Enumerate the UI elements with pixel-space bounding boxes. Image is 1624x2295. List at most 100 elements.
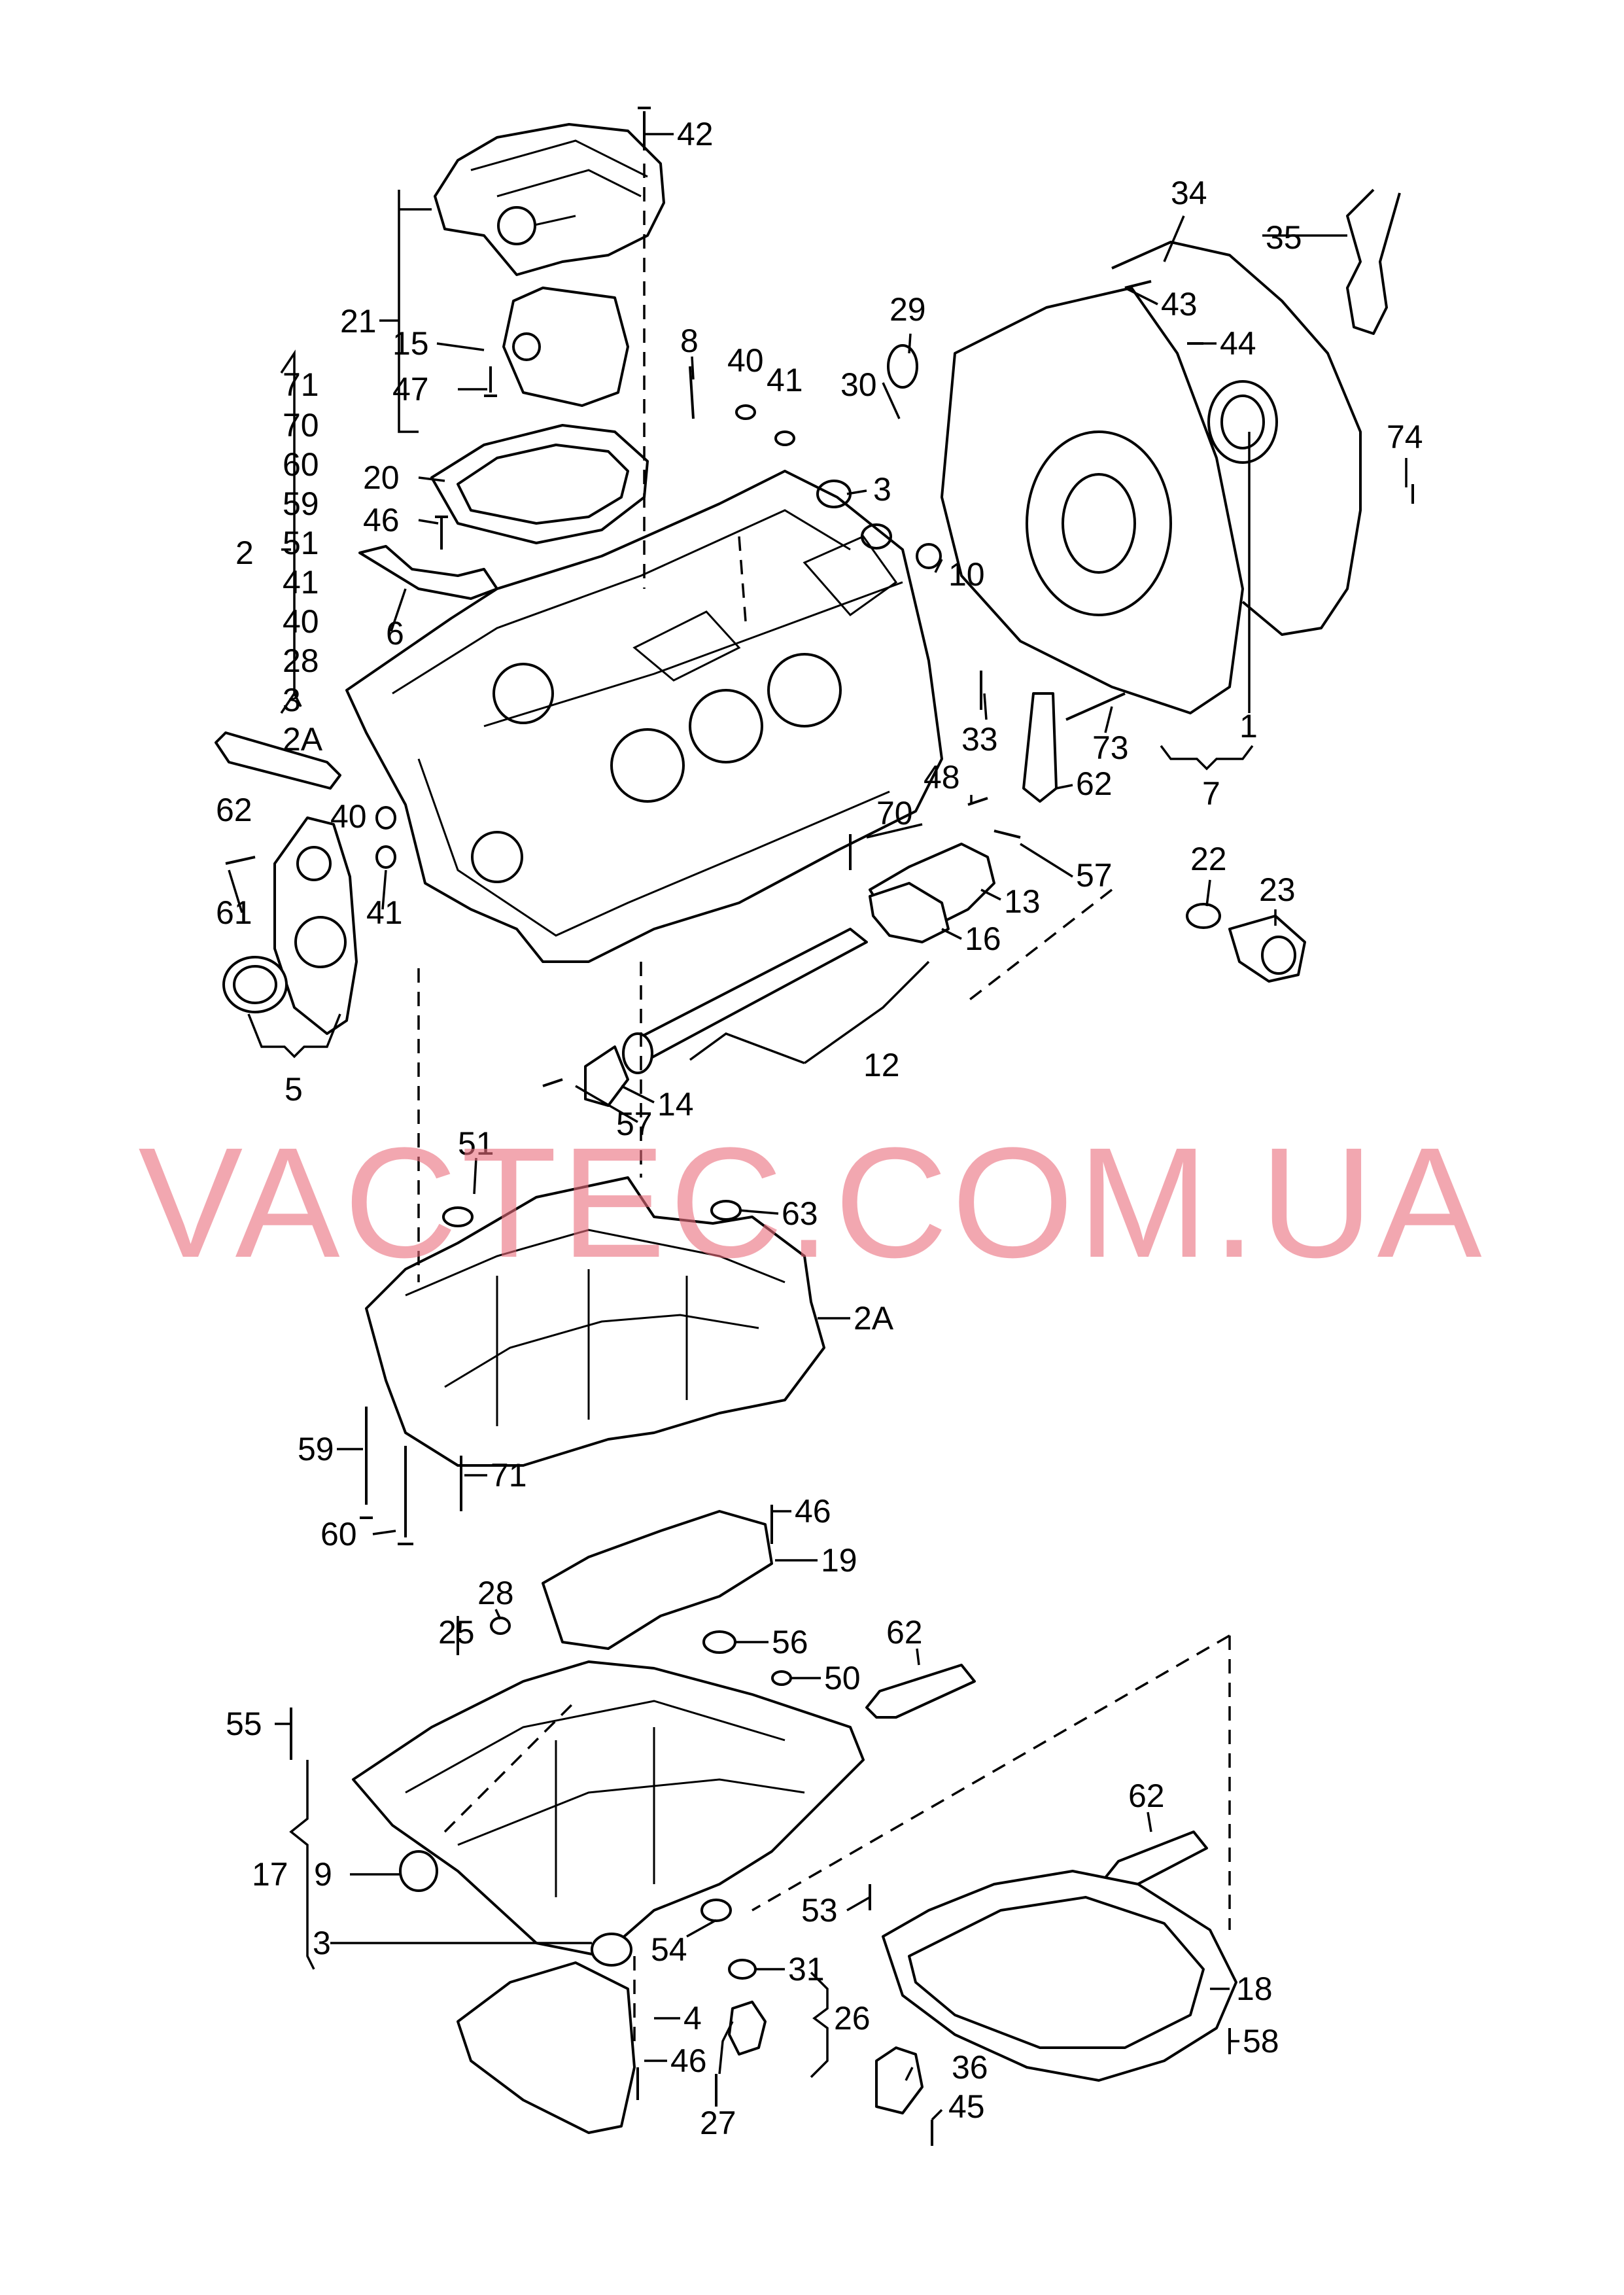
- callout-12: 12: [863, 1047, 900, 1083]
- callout-3: 3: [283, 682, 301, 718]
- part-sealant-tube-62-left: [215, 731, 341, 790]
- callout-27: 27: [700, 2105, 736, 2141]
- callout-28: 28: [477, 1575, 514, 1611]
- callout-17: 17: [252, 1856, 288, 1893]
- callout-16: 16: [965, 920, 1001, 957]
- callout-31: 31: [788, 1951, 825, 1988]
- callout-35: 35: [1266, 219, 1302, 256]
- callout-41: 41: [767, 362, 803, 398]
- callout-71: 71: [491, 1457, 527, 1494]
- callout-45: 45: [948, 2088, 985, 2125]
- callout-51: 51: [283, 525, 319, 561]
- callout-33: 33: [961, 721, 998, 758]
- callout-2A: 2A: [283, 721, 323, 758]
- part-engine-block: [345, 470, 943, 963]
- callout-61: 61: [216, 894, 252, 931]
- part-sealant-tube-62-right: [1022, 692, 1058, 803]
- callout-2A: 2A: [854, 1300, 894, 1337]
- callout-47: 47: [392, 371, 429, 408]
- part-oil-pan-upper-17: [352, 1660, 865, 1957]
- part-front-cover-5: [222, 816, 358, 1035]
- callout-13: 13: [1004, 883, 1041, 920]
- part-balance-shaft-12: [622, 928, 868, 1074]
- part-bracket-6: [358, 545, 498, 600]
- callout-73: 73: [1092, 729, 1129, 766]
- callout-70: 70: [876, 795, 913, 832]
- callout-1: 1: [1239, 708, 1258, 745]
- part-sealant-tube-62-lower: [1104, 1831, 1208, 1889]
- callout-34: 34: [1171, 175, 1207, 211]
- callout-8: 8: [680, 323, 699, 359]
- part-plug-23: [1186, 903, 1306, 983]
- callout-50: 50: [824, 1660, 861, 1696]
- callout-60: 60: [320, 1516, 357, 1552]
- callout-22: 22: [1190, 841, 1227, 877]
- callout-5: 5: [285, 1071, 303, 1108]
- callout-57: 57: [616, 1106, 653, 1142]
- callout-43: 43: [1161, 286, 1198, 323]
- part-bed-plate-2A: [365, 1176, 825, 1467]
- part-sealant-tube-62-middle: [865, 1664, 976, 1719]
- callout-6: 6: [386, 615, 404, 652]
- part-oil-pan-lower-18: [882, 1870, 1237, 2082]
- leader-lines: [228, 133, 1408, 2121]
- callout-40: 40: [283, 603, 319, 640]
- callout-59: 59: [298, 1431, 334, 1467]
- callout-25: 25: [438, 1614, 475, 1651]
- part-valve-26: [728, 2001, 767, 2056]
- callout-46: 46: [795, 1493, 831, 1530]
- callout-62: 62: [886, 1614, 923, 1651]
- callout-59: 59: [283, 485, 319, 522]
- callout-7: 7: [1202, 775, 1220, 812]
- callout-58: 58: [1243, 2023, 1279, 2059]
- callout-55: 55: [226, 1706, 262, 1742]
- callout-36: 36: [952, 2049, 988, 2086]
- callout-41: 41: [283, 564, 319, 601]
- callout-3: 3: [873, 471, 891, 508]
- callout-62: 62: [1128, 1778, 1165, 1814]
- callout-62: 62: [216, 792, 252, 828]
- parts: [215, 107, 1414, 2146]
- part-baffle-4: [457, 1961, 636, 2134]
- part-sensor-35: [1346, 188, 1401, 335]
- callout-57: 57: [1076, 857, 1113, 894]
- callout-40: 40: [727, 342, 764, 379]
- dashed-alignment-lines: [417, 164, 1231, 2048]
- part-oil-baffle-19: [542, 1510, 773, 1650]
- callout-74: 74: [1387, 419, 1423, 455]
- callout-18: 18: [1236, 1971, 1273, 2007]
- callout-19: 19: [821, 1542, 857, 1579]
- callout-28: 28: [283, 642, 319, 679]
- callout-10: 10: [948, 556, 985, 593]
- callout-29: 29: [890, 291, 926, 328]
- part-oil-level-sensor-36: [875, 2046, 924, 2114]
- callout-71: 71: [283, 366, 319, 403]
- callout-46: 46: [670, 2042, 707, 2079]
- callout-48: 48: [924, 759, 960, 796]
- callout-41: 41: [366, 894, 403, 931]
- callout-60: 60: [283, 446, 319, 483]
- callout-62: 62: [1076, 765, 1113, 802]
- callout-30: 30: [840, 366, 877, 403]
- part-gasket-20: [430, 424, 649, 544]
- callout-3: 3: [313, 1925, 331, 1961]
- callout-labels: 42 34 35 43 44 29 21 15 8 40 41 30 74 47…: [216, 116, 1423, 2141]
- callout-42: 42: [677, 116, 714, 152]
- callout-14: 14: [657, 1086, 694, 1123]
- callout-15: 15: [392, 325, 429, 362]
- callout-54: 54: [651, 1931, 687, 1968]
- callout-20: 20: [363, 459, 400, 496]
- part-small-seals: [375, 344, 942, 1980]
- callout-44: 44: [1220, 325, 1256, 362]
- callout-23: 23: [1259, 871, 1296, 908]
- part-oil-separator-cover: [434, 123, 665, 407]
- callout-9: 9: [314, 1856, 332, 1893]
- callout-70: 70: [283, 407, 319, 444]
- callout-46: 46: [363, 502, 400, 538]
- part-transmission-cover-7: [941, 241, 1362, 714]
- part-tensioner-14: [584, 1045, 629, 1107]
- part-flange-16: [869, 882, 950, 943]
- callout-26: 26: [834, 2000, 871, 2037]
